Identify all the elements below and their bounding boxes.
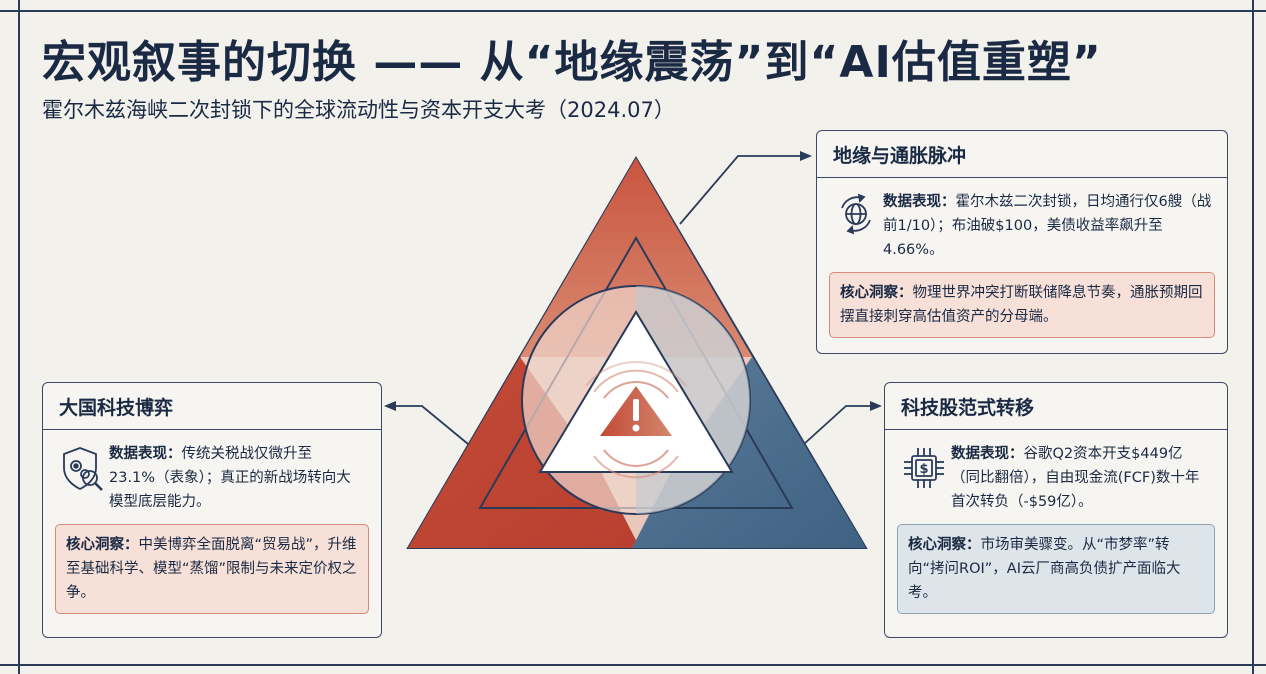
- chip-dollar-icon: $: [897, 442, 951, 514]
- card-tech-rivalry: 大国科技博弈 数据表现：传统关税战仅微升至23.1%（表象）；真正的新战场转向大…: [42, 382, 382, 638]
- globe-arrows-icon: [829, 190, 883, 262]
- card-geopolitics-heading: 地缘与通胀脉冲: [817, 131, 1227, 178]
- connector-left: [384, 401, 469, 445]
- shield-gears-icon: [55, 442, 109, 514]
- page-subtitle: 霍尔木兹海峡二次封锁下的全球流动性与资本开支大考（2024.07）: [42, 98, 675, 122]
- connector-top: [679, 151, 812, 225]
- card-tech-rivalry-insight-label: 核心洞察：: [66, 537, 139, 553]
- connector-right: [803, 401, 882, 445]
- frame-right-line: [1252, 0, 1254, 674]
- frame-top-line: [0, 10, 1266, 12]
- frame-left-line: [18, 0, 20, 674]
- card-tech-rivalry-insight-text: 中美博弈全面脱离“贸易战”，升维至基础科学、模型“蒸馏”限制与未来定价权之争。: [66, 537, 357, 601]
- card-geopolitics-insight-label: 核心洞察：: [840, 285, 913, 301]
- card-geopolitics: 地缘与通胀脉冲 数据表现：霍尔木兹二次封锁，日均通行仅6艘（战前1/10）；布油…: [816, 130, 1228, 354]
- card-geopolitics-data-text: 霍尔木兹二次封锁，日均通行仅6艘（战前1/10）；布油破$100，美债收益率飙升…: [883, 194, 1212, 258]
- card-tech-paradigm-data-label: 数据表现：: [951, 446, 1024, 462]
- card-tech-paradigm-insight-text: 市场审美骤变。从“市梦率”转向“拷问ROI”，AI云厂商高负债扩产面临大考。: [908, 537, 1181, 601]
- card-tech-rivalry-data-text: 传统关税战仅微升至23.1%（表象）；真正的新战场转向大模型底层能力。: [109, 446, 351, 510]
- card-geopolitics-data-label: 数据表现：: [883, 194, 956, 210]
- page-title: 宏观叙事的切换 —— 从“地缘震荡”到“AI估值重塑”: [42, 37, 1102, 88]
- card-geopolitics-insight-text: 物理世界冲突打断联储降息节奏，通胀预期回摆直接刺穿高估值资产的分母端。: [840, 285, 1203, 325]
- card-tech-paradigm-heading: 科技股范式转移: [885, 383, 1227, 430]
- card-tech-rivalry-data-label: 数据表现：: [109, 446, 182, 462]
- card-tech-rivalry-heading: 大国科技博弈: [43, 383, 381, 430]
- card-tech-paradigm-insight-label: 核心洞察：: [908, 537, 981, 553]
- frame-bottom-line: [0, 664, 1266, 666]
- card-tech-paradigm: 科技股范式转移 $ 数据表现：谷歌Q2资本开支$449亿（同比翻倍），自由现金流…: [884, 382, 1228, 638]
- warning-icon: [585, 360, 687, 479]
- card-tech-paradigm-data-text: 谷歌Q2资本开支$449亿（同比翻倍），自由现金流(FCF)数十年首次转负（-$…: [951, 446, 1200, 510]
- svg-text:$: $: [919, 462, 928, 477]
- card-geopolitics-insight: 核心洞察：物理世界冲突打断联储降息节奏，通胀预期回摆直接刺穿高估值资产的分母端。: [829, 272, 1215, 338]
- card-tech-rivalry-insight: 核心洞察：中美博弈全面脱离“贸易战”，升维至基础科学、模型“蒸馏”限制与未来定价…: [55, 524, 369, 614]
- card-tech-paradigm-insight: 核心洞察：市场审美骤变。从“市梦率”转向“拷问ROI”，AI云厂商高负债扩产面临…: [897, 524, 1215, 614]
